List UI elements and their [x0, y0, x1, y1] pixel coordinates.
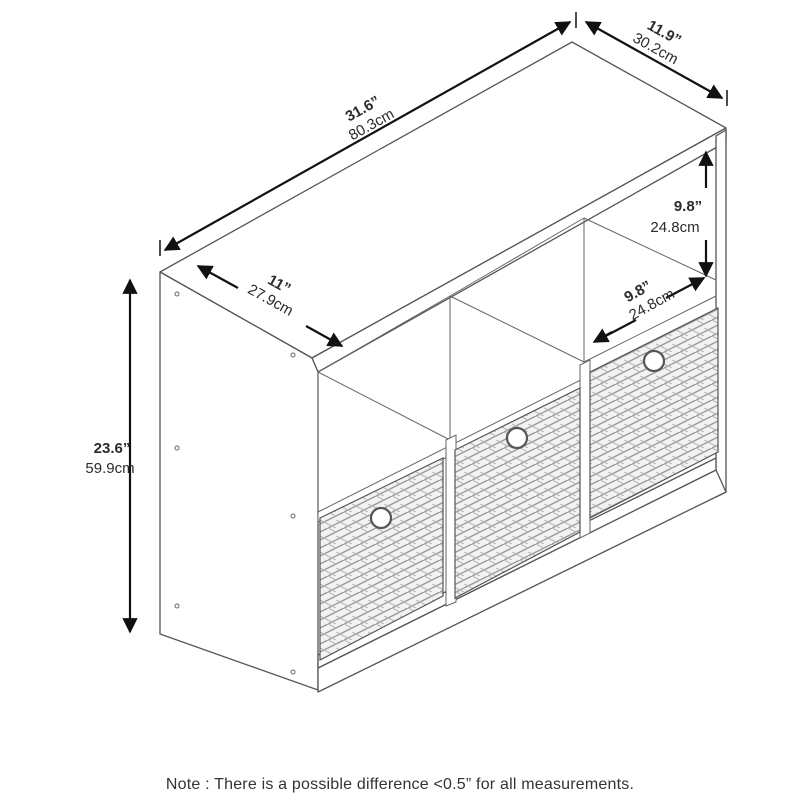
width-label: 31.6” 80.3cm — [343, 93, 398, 144]
left-side-panel — [159, 271, 319, 691]
height-inches: 23.6” — [94, 440, 131, 457]
dimension-lines — [122, 12, 728, 634]
depth-arrow — [584, 21, 724, 99]
bin-middle — [454, 387, 581, 599]
bin-middle-handle — [505, 426, 529, 450]
measurement-note: Note : There is a possible difference <0… — [165, 776, 635, 793]
cube-height-label: 9.8” 24.8cm — [650, 198, 702, 236]
inner-depth-arrow — [196, 265, 239, 289]
depth-label: 11.9” 30.2cm — [630, 17, 684, 68]
height-cm: 59.9cm — [85, 460, 134, 477]
screw-holes — [174, 291, 296, 675]
bin-right-handle — [642, 349, 666, 373]
bin-left — [319, 457, 444, 661]
bin-left-handle — [369, 506, 393, 530]
cube-height-cm: 24.8cm — [650, 219, 699, 236]
cube-height-inches: 9.8” — [674, 198, 702, 215]
bin-right — [589, 307, 719, 519]
width-arrow — [163, 21, 572, 251]
height-label: 23.6” 59.9cm — [85, 440, 134, 477]
cube-width-label: 9.8” 24.8cm — [621, 278, 677, 325]
fabric-bins — [319, 307, 719, 661]
